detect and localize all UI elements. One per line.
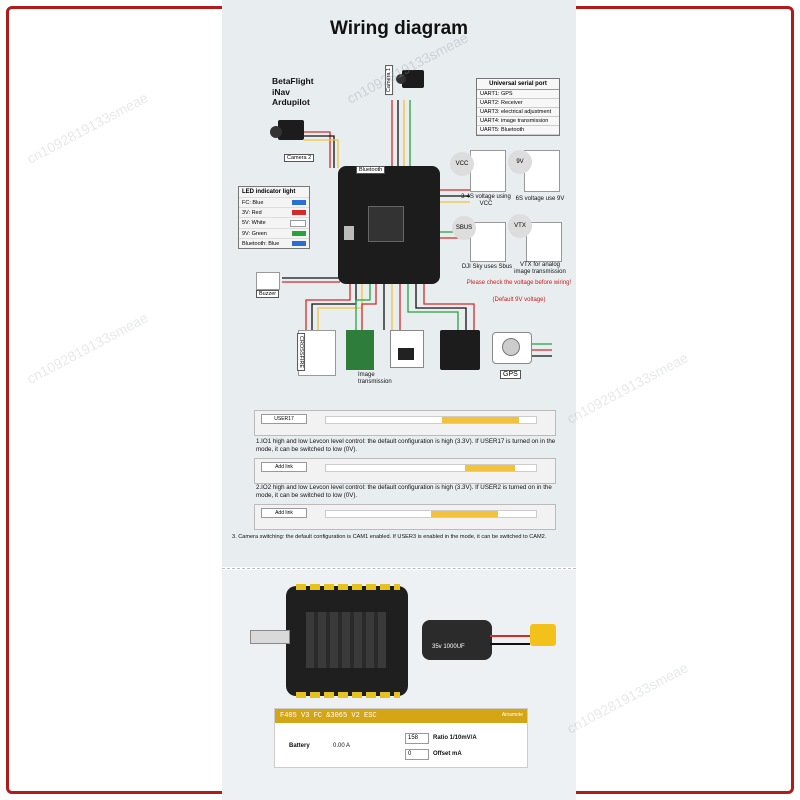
- level-description: 1.IO1 high and low Levcon level control:…: [256, 438, 556, 453]
- serial-row: UART4: image transmission: [477, 117, 559, 126]
- led-label: FC: Blue: [242, 199, 264, 206]
- level-tag: USER17: [261, 414, 307, 424]
- led-row: 3V: Red: [239, 207, 309, 217]
- led-label: 3V: Red: [242, 209, 262, 216]
- led-label: Bluetooth: Blue: [242, 240, 280, 247]
- buzzer-icon: [256, 272, 280, 290]
- vtx-note: VTX for analog image transmission: [514, 262, 566, 275]
- level-fill: [464, 465, 515, 471]
- gps-module: [492, 332, 532, 364]
- firmware-ardupilot: Ardupilot: [272, 97, 310, 108]
- 9v-note: 6S voltage use 9V: [515, 196, 565, 202]
- serial-header: Universal serial port: [477, 79, 559, 90]
- level-fill: [441, 417, 520, 423]
- gps-label: GPS: [500, 370, 521, 379]
- page-title: Wiring diagram: [329, 18, 469, 39]
- capacitor-label: 35v 1000UF: [432, 644, 465, 650]
- led-indicator-table: LED indicator light FC: Blue 3V: Red 5V:…: [238, 186, 310, 249]
- esc-connector: [440, 330, 480, 370]
- vtx-port: [526, 222, 562, 262]
- esc-pad-top: [296, 584, 400, 590]
- fc-chip: [368, 206, 404, 242]
- level-control-row: Add link: [254, 504, 556, 530]
- led-swatch: [292, 231, 306, 236]
- led-swatch: [290, 219, 306, 227]
- board-tag: Bluetooth: [356, 166, 386, 174]
- offset-input[interactable]: 0: [405, 749, 429, 760]
- gps-antenna-icon: [502, 338, 520, 356]
- level-control-row: USER17: [254, 410, 556, 436]
- sbus-badge: SBUS: [452, 216, 476, 240]
- capacitor-icon: [422, 620, 492, 660]
- serial-port-table: Universal serial port UART1: GPS UART2: …: [476, 78, 560, 136]
- led-swatch: [292, 200, 306, 205]
- xt60-connector-icon: [530, 624, 556, 646]
- led-row: FC: Blue: [239, 197, 309, 207]
- camera1-icon: [402, 70, 424, 88]
- led-row: 9V: Green: [239, 228, 309, 238]
- led-label: 9V: Green: [242, 230, 267, 237]
- led-label: 5V: White: [242, 220, 266, 226]
- ratio-input[interactable]: 158: [405, 733, 429, 744]
- camera1-lens: [396, 74, 406, 84]
- vcc-port: [470, 150, 506, 192]
- camera2-icon: [278, 120, 304, 140]
- level-description: 2.IO2 high and low Levcon level control:…: [256, 484, 552, 499]
- voltage-warning: Please check the voltage before wiring!: [466, 280, 572, 286]
- vtx-module-chip: [398, 348, 414, 360]
- vcc-note: 3-4S voltage using VCC: [461, 194, 511, 207]
- firmware-list: BetaFlight iNav Ardupilot: [272, 76, 314, 108]
- serial-row: UART2: Receiver: [477, 99, 559, 108]
- battery-header: F405 V3 FC &3065 V2 ESC: [275, 709, 527, 723]
- esc-mosfet-grid: [306, 612, 386, 668]
- vtx-badge: VTX: [508, 214, 532, 238]
- image-transmission-label: Image transmission: [358, 372, 392, 385]
- camera2-lens: [270, 126, 282, 138]
- led-row: 5V: White: [239, 217, 309, 228]
- level-bar: [325, 510, 537, 518]
- led-swatch: [292, 210, 306, 215]
- level-bar: [325, 416, 537, 424]
- level-fill: [431, 511, 499, 517]
- led-row: Bluetooth: Blue: [239, 238, 309, 248]
- sbus-port: [470, 222, 506, 262]
- fc-usb-port: [344, 226, 354, 240]
- battery-panel: F405 V3 FC &3065 V2 ESC Ainamote Battery…: [274, 708, 528, 768]
- led-header: LED indicator light: [242, 189, 296, 195]
- esc-cable: [250, 630, 290, 644]
- camera2-label: Camera 2: [284, 154, 315, 162]
- level-tag: Add link: [261, 508, 307, 518]
- serial-row: UART5: Bluetooth: [477, 126, 559, 135]
- firmware-inav: iNav: [272, 86, 290, 97]
- level-description: 3. Camera switching: the default configu…: [232, 534, 547, 540]
- vcc-badge: VCC: [450, 152, 474, 176]
- firmware-betaflight: BetaFlight: [272, 76, 314, 86]
- sbus-note: DJI Sky uses Sbus: [461, 264, 513, 270]
- ratio-label: Ratio 1/10mV/A: [433, 735, 477, 741]
- level-control-row: Add link: [254, 458, 556, 484]
- battery-label: Battery: [289, 743, 310, 749]
- receiver-module: [346, 330, 374, 370]
- led-swatch: [292, 241, 306, 246]
- battery-brand: Ainamote: [501, 712, 523, 718]
- buzzer-label: Buzzer: [256, 290, 280, 298]
- level-tag: Add link: [261, 462, 307, 472]
- offset-label: Offset mA: [433, 751, 462, 757]
- serial-row: UART1: GPS: [477, 90, 559, 99]
- voltage-default: (Default 9V voltage): [492, 297, 546, 303]
- esc-pad-bottom: [296, 692, 400, 698]
- section-divider: [222, 568, 576, 569]
- 9v-badge: 9V: [508, 150, 532, 174]
- level-bar: [325, 464, 537, 472]
- battery-value: 0.00 A: [333, 743, 351, 749]
- serial-row: UART3: electrical adjustment: [477, 108, 559, 117]
